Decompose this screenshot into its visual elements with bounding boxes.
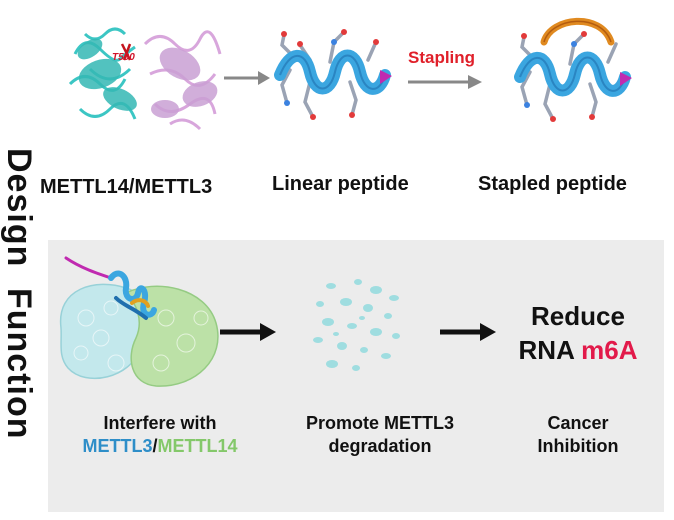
- arrow-icon: [220, 323, 276, 341]
- mettl3-label: METTL3: [82, 435, 153, 456]
- t590-residue-label: T590: [112, 52, 135, 63]
- mettl14-label: METTL14: [157, 435, 238, 456]
- mettl14-mettl3-caption: METTL14/METTL3: [40, 176, 213, 198]
- stapled-peptide-image: [514, 17, 632, 122]
- peptide-bound-complex-image: [59, 256, 219, 387]
- m6a-label: m6A: [581, 334, 638, 365]
- linear-peptide-image: [274, 29, 392, 120]
- reduce-label: Reduce: [531, 301, 625, 331]
- stapled-peptide-caption: Stapled peptide: [478, 173, 627, 195]
- arrow-icon: [224, 71, 270, 85]
- promote-line2: degradation: [328, 435, 432, 456]
- cancer-inhibition-caption: Cancer Inhibition: [520, 412, 636, 457]
- rna-m6a-line: RNA m6A: [496, 334, 660, 368]
- promote-degradation-caption: Promote METTL3 degradation: [260, 412, 500, 457]
- cancer-line1: Cancer: [547, 413, 609, 433]
- interfere-prefix: Interfere with: [103, 413, 217, 433]
- design-section-label: Design: [0, 148, 38, 268]
- interfere-targets: METTL3/METTL14: [60, 435, 260, 458]
- rna-label: RNA: [518, 334, 574, 365]
- arrow-icon: [408, 75, 482, 89]
- arrow-icon: [440, 323, 496, 341]
- stapling-label: Stapling: [408, 48, 476, 67]
- promote-line1: Promote METTL3: [305, 413, 454, 433]
- mettl14-mettl3-complex-image: T590: [68, 27, 222, 131]
- interfere-caption: Interfere with METTL3/METTL14: [60, 412, 260, 457]
- degradation-fragments-image: [313, 279, 400, 371]
- function-section-label: Function: [0, 288, 38, 440]
- cancer-line2: Inhibition: [537, 435, 619, 456]
- slash-separator: /: [152, 435, 158, 456]
- linear-peptide-caption: Linear peptide: [272, 173, 409, 195]
- reduce-rna-m6a-text: Reduce RNA m6A: [496, 300, 660, 368]
